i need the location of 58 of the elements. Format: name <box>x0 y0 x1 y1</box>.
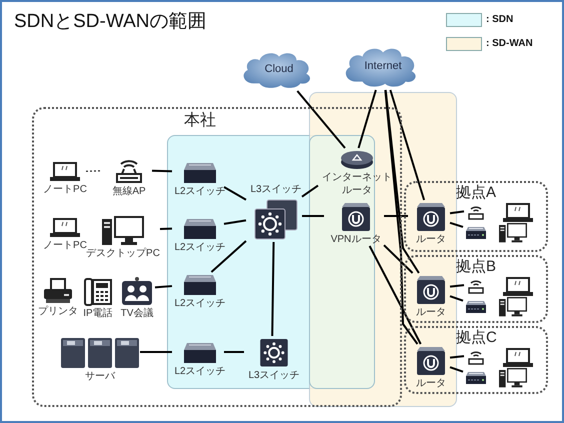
device-label: プリンタ <box>38 306 78 318</box>
connector-line <box>152 170 172 172</box>
connector-line <box>368 246 422 344</box>
device-label: ルータ <box>416 378 446 390</box>
dotted-area-frame <box>404 255 548 323</box>
connector-line <box>271 242 275 336</box>
connector-line <box>450 366 464 373</box>
connector-line <box>224 219 246 225</box>
device-label: 無線AP <box>112 186 146 198</box>
dotted-area-frame <box>404 326 548 394</box>
cloud-label: Cloud <box>264 62 294 77</box>
connector-line <box>450 210 464 214</box>
connector-line <box>450 222 464 228</box>
connector-line <box>450 355 464 359</box>
device-label: L2スイッチ <box>174 186 226 198</box>
connector-line <box>450 284 464 288</box>
connector-line <box>160 228 172 230</box>
device-label: L2スイッチ <box>174 366 226 378</box>
device-label: ルータ <box>416 307 446 320</box>
area-title: 拠点A <box>456 185 496 200</box>
device-label: インターネットルータ <box>321 172 393 197</box>
device-label: L2スイッチ <box>174 242 226 254</box>
connector-line <box>389 90 426 200</box>
connector-line <box>384 90 420 274</box>
legend-label: : SD-WAN <box>486 37 533 51</box>
device-label: デスクトップPC <box>86 248 160 260</box>
device-label: TV会議 <box>120 308 154 320</box>
connector-line <box>384 90 418 345</box>
device-label: L3スイッチ <box>250 184 302 196</box>
connector-line <box>296 90 346 149</box>
dotted-area-frame <box>32 107 402 407</box>
connector-line <box>384 215 408 217</box>
device-label: ノートPC <box>43 240 87 251</box>
device-label: サーバ <box>85 371 115 384</box>
area-title: 拠点C <box>456 330 497 345</box>
connector-line <box>450 295 464 302</box>
area-title: 拠点B <box>456 259 496 274</box>
legend-label: : SDN <box>486 13 514 27</box>
connector-line <box>210 240 247 273</box>
connector-line <box>358 90 377 148</box>
area-title: 本社 <box>184 113 216 129</box>
connector-line <box>301 184 319 198</box>
connector-line <box>224 186 246 201</box>
device-label: ルータ <box>416 234 446 246</box>
device-label: L2スイッチ <box>174 298 226 310</box>
connector-line <box>383 244 414 274</box>
connector-line <box>86 170 102 172</box>
device-label: L3スイッチ <box>248 370 300 382</box>
cloud-label: Internet <box>364 58 402 74</box>
connector-line <box>140 351 172 353</box>
dotted-area-frame <box>404 181 548 252</box>
connector-line <box>302 215 324 217</box>
connector-line <box>154 285 172 288</box>
connector-line <box>224 351 244 353</box>
device-label: VPNルータ <box>330 234 382 246</box>
diagram-title: SDNとSD-WANの範囲 <box>14 10 206 34</box>
device-label: ノートPC <box>43 184 87 196</box>
device-label: IP電話 <box>83 308 113 320</box>
